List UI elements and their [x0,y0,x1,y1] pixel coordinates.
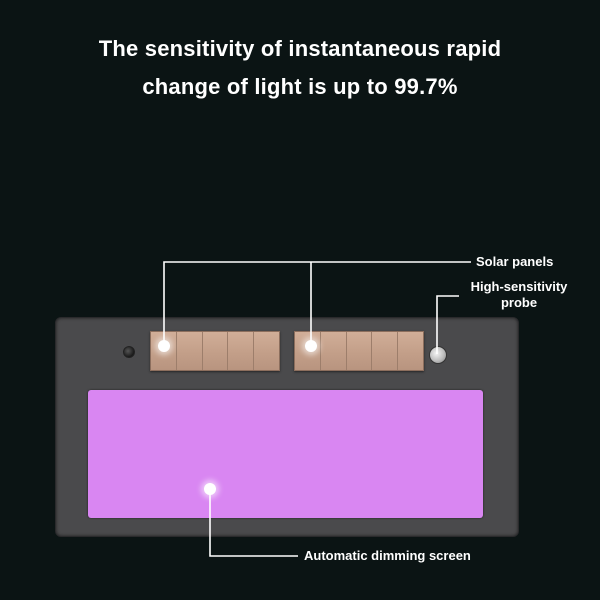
high-sensitivity-probe [429,346,447,364]
callout-dimming-screen: Automatic dimming screen [304,548,471,563]
solar-panel-right [294,331,424,371]
small-sensor-icon [123,346,135,358]
solar-leader-line-left [163,261,471,346]
solar-right-marker [305,340,317,352]
headline-line-1: The sensitivity of instantaneous rapid [98,36,502,61]
callout-probe: High-sensitivity probe [470,279,568,310]
probe-leader-line [436,295,459,354]
solar-left-marker [158,340,170,352]
automatic-dimming-screen [88,390,483,518]
headline-line-2: change of light is up to 99.7% [142,74,458,99]
screen-marker [204,483,216,495]
headline: The sensitivity of instantaneous rapid c… [0,30,600,106]
solar-panel-left [150,331,280,371]
callout-solar-panels: Solar panels [476,254,554,269]
screen-leader-line [209,489,298,557]
